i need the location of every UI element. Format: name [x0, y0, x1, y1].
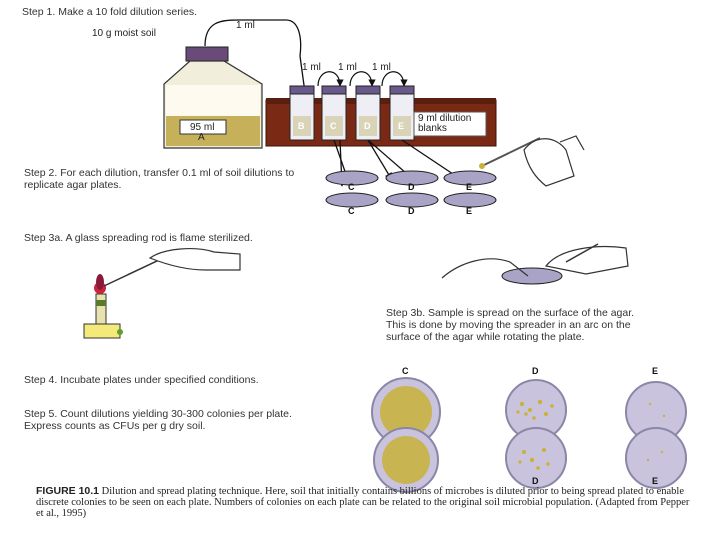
caption-text: Dilution and spread plating technique. H…: [36, 486, 690, 519]
transfer-arrow: [381, 71, 408, 87]
incubated-plate-label: D: [532, 366, 539, 376]
dilution-blanks-label: 9 ml dilution blanks: [418, 113, 472, 134]
transfer-label-1: 1 ml: [302, 62, 321, 73]
tube-label-e: E: [398, 121, 405, 131]
figure-number: FIGURE 10.1: [36, 485, 100, 497]
bunsen-burner: [83, 274, 123, 339]
tube-label-b: B: [298, 121, 305, 131]
dilution-tubes: [289, 85, 487, 141]
plate-label: C: [348, 206, 355, 216]
incubated-plate-label: E: [652, 476, 659, 486]
incubated-plate-label: C: [402, 366, 409, 376]
spreader-hand: [103, 248, 241, 287]
agar-plates-row1: [325, 170, 497, 186]
tube-label-c: C: [330, 121, 337, 131]
incubated-plate-label: D: [532, 476, 539, 486]
plate-label: D: [408, 206, 415, 216]
incubated-plate-label: E: [652, 366, 659, 376]
step-5-text: Step 5. Count dilutions yielding 30-300 …: [24, 408, 292, 432]
figure-caption: FIGURE 10.1 Dilution and spread plating …: [36, 485, 696, 520]
incubated-plates: [371, 377, 687, 493]
plate-label: E: [466, 182, 473, 192]
step-1-text: Step 1. Make a 10 fold dilution series.: [22, 6, 198, 18]
flask-letter-label: A: [198, 132, 205, 143]
transfer-arrow: [204, 19, 302, 57]
flask-volume-label: 95 ml: [190, 122, 215, 133]
plate-label: E: [466, 206, 473, 216]
transfer-label-3: 1 ml: [372, 62, 391, 73]
transfer-label-2: 1 ml: [338, 62, 357, 73]
agar-plates-row2: [325, 192, 497, 208]
soil-flask: [163, 46, 263, 149]
step-3a-text: Step 3a. A glass spreading rod is flame …: [24, 232, 253, 244]
pipette-hand: [479, 135, 585, 187]
plate-label: D: [408, 182, 415, 192]
transfer-arrow: [317, 71, 344, 87]
spreading-plate: [441, 243, 629, 285]
plate-label: C: [348, 182, 355, 192]
step-2-text: Step 2. For each dilution, transfer 0.1 …: [24, 167, 295, 191]
step-3b-text: Step 3b. Sample is spread on the surface…: [386, 307, 635, 343]
step-4-text: Step 4. Incubate plates under specified …: [24, 374, 259, 386]
soil-label: 10 g moist soil: [92, 28, 156, 39]
one-ml-label: 1 ml: [236, 20, 255, 31]
tube-label-d: D: [364, 121, 371, 131]
transfer-arrow: [349, 71, 376, 87]
